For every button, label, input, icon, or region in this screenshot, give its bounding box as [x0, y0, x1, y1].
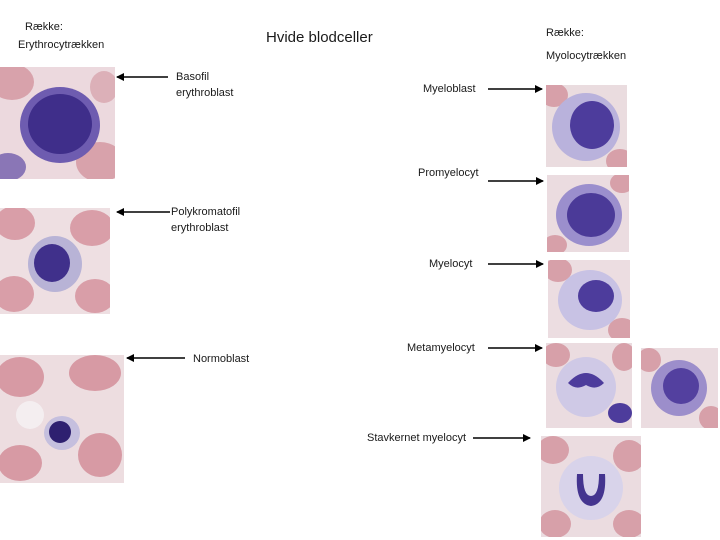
- metamyelocyt-image-2: [641, 348, 718, 428]
- basofil-erythroblast-image: [0, 67, 115, 179]
- normoblast-image: [0, 355, 124, 483]
- stavkernet-myelocyt-label: Stavkernet myelocyt: [367, 432, 467, 444]
- basofil-label-line1: Basofil: [176, 71, 210, 83]
- myeloblast-label: Myeloblast: [423, 83, 476, 95]
- polykromatofil-label-line2: erythroblast: [171, 222, 229, 234]
- page-title: Hvide blodceller: [266, 29, 373, 46]
- promyelocyt-label: Promyelocyt: [418, 167, 479, 179]
- myelocyt-image: [548, 260, 630, 338]
- right-row-label: Række:: [546, 27, 584, 39]
- left-row-label: Række:: [25, 21, 63, 33]
- basofil-label-line2: erythroblast: [176, 87, 234, 99]
- metamyelocyt-image-1: [546, 343, 632, 428]
- right-series-name: Myolocytrækken: [546, 50, 627, 62]
- promyelocyt-image: [547, 175, 629, 252]
- stavkernet-myelocyt-image: [541, 436, 641, 537]
- normoblast-label: Normoblast: [193, 353, 250, 365]
- myeloblast-image: [546, 85, 627, 167]
- polykromatofil-label-line1: Polykromatofil: [171, 206, 241, 218]
- metamyelocyt-label: Metamyelocyt: [407, 342, 475, 354]
- myelocyt-label: Myelocyt: [429, 258, 473, 270]
- polykromatofil-erythroblast-image: [0, 208, 110, 314]
- left-series-name: Erythrocytrækken: [18, 39, 105, 51]
